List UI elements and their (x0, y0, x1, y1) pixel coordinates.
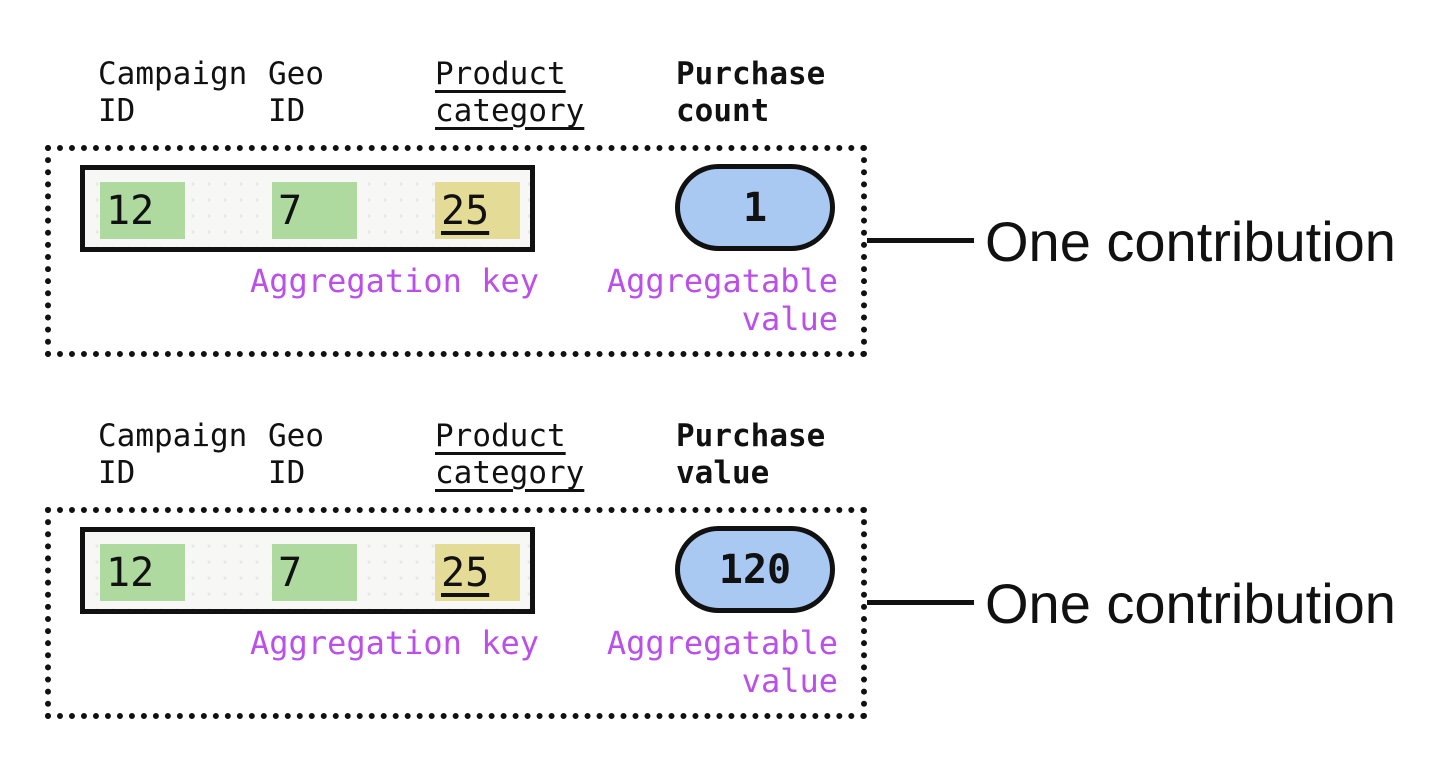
column-header-product-category: Product category (435, 418, 585, 491)
aggregatable-value-pill: 120 (675, 526, 835, 613)
column-header-purchase-value: Purchase value (676, 418, 826, 491)
key-cell-value: 7 (278, 549, 303, 596)
key-cell-value: 12 (106, 549, 155, 596)
one-contribution-callout: One contribution (985, 210, 1396, 273)
key-cell-value: 12 (106, 187, 155, 234)
column-header-geo-id: Geo ID (268, 56, 324, 129)
column-header-campaign-id: Campaign ID (98, 56, 248, 129)
key-cell-value: 25 (441, 187, 490, 234)
one-contribution-callout: One contribution (985, 572, 1396, 635)
aggregatable-value: 1 (742, 184, 768, 231)
aggregatable-value: 120 (718, 546, 792, 593)
contribution-connector-line (867, 600, 974, 605)
aggregation-key-label: Aggregation key (250, 262, 539, 300)
column-header-product-category: Product category (435, 56, 585, 129)
contribution-boundary-box (45, 507, 867, 719)
contribution-boundary-box (45, 145, 867, 357)
key-cell-value: 7 (278, 187, 303, 234)
key-cell-value: 25 (441, 549, 490, 596)
column-header-campaign-id: Campaign ID (98, 418, 248, 491)
column-header-geo-id: Geo ID (268, 418, 324, 491)
column-header-purchase-count: Purchase count (676, 56, 826, 129)
aggregatable-value-label: Aggregatable value (606, 624, 838, 700)
aggregation-key-label: Aggregation key (250, 624, 539, 662)
key-cell-product-category: 25 (435, 182, 520, 239)
contribution-block-purchase-count: Campaign ID Geo ID Product category Purc… (45, 56, 1396, 357)
aggregatable-value-label: Aggregatable value (606, 262, 838, 338)
aggregatable-value-pill: 1 (675, 164, 835, 251)
key-cell-geo-id: 7 (272, 544, 357, 601)
key-cell-product-category: 25 (435, 544, 520, 601)
key-cell-campaign-id: 12 (100, 544, 185, 601)
key-cell-campaign-id: 12 (100, 182, 185, 239)
key-cell-geo-id: 7 (272, 182, 357, 239)
contribution-connector-line (867, 238, 974, 243)
contribution-block-purchase-value: Campaign ID Geo ID Product category Purc… (0, 362, 1442, 742)
